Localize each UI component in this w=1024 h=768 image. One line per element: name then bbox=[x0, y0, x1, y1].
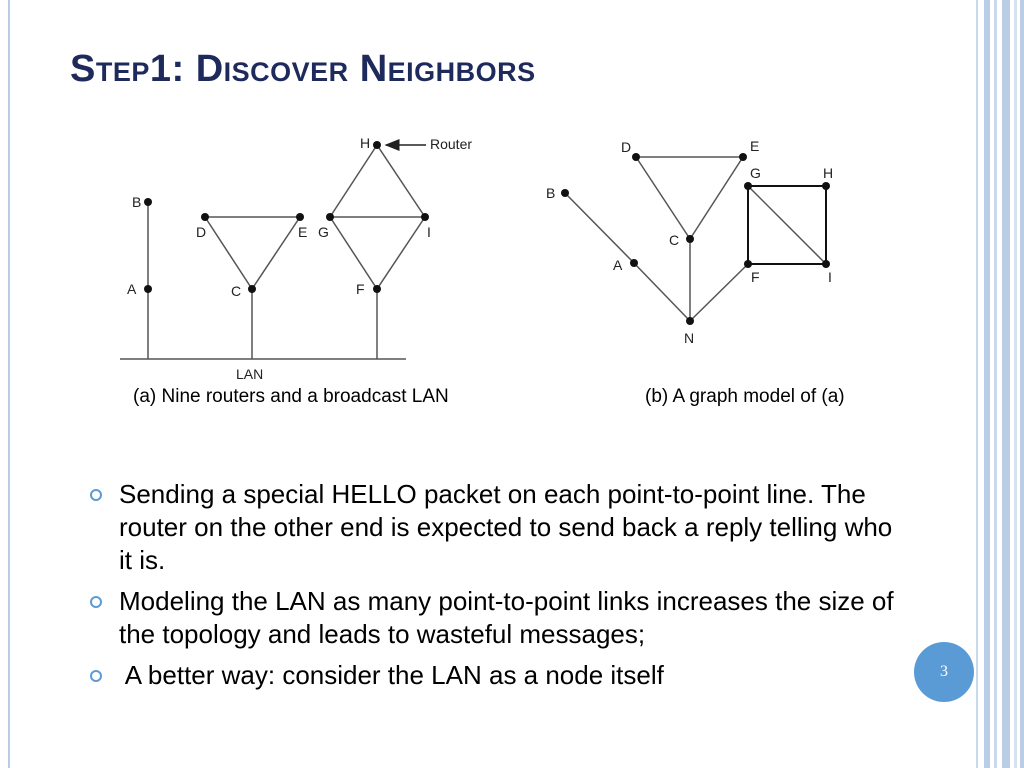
diagram-b bbox=[564, 156, 749, 322]
label-b-c: C bbox=[669, 232, 679, 248]
node-a-h bbox=[373, 141, 381, 149]
label-b-e: E bbox=[750, 138, 759, 154]
left-frame-line bbox=[8, 0, 10, 768]
label-a-a: A bbox=[127, 281, 137, 297]
bullet-circle-icon bbox=[90, 670, 102, 682]
diagram-a bbox=[120, 139, 426, 360]
diagram-b-nodes bbox=[561, 153, 830, 325]
bullet-circle-icon bbox=[90, 596, 102, 608]
lan-label: LAN bbox=[236, 366, 263, 382]
slide-title: Step1: Discover Neighbors bbox=[70, 48, 536, 90]
node-a-c bbox=[248, 285, 256, 293]
label-b-b: B bbox=[546, 185, 555, 201]
diagram-b-square bbox=[747, 185, 827, 265]
node-b-c bbox=[686, 235, 694, 243]
bullet-text: Sending a special HELLO packet on each p… bbox=[119, 479, 893, 575]
label-a-d: D bbox=[196, 224, 206, 240]
link-e-c bbox=[251, 216, 301, 290]
node-a-a bbox=[144, 285, 152, 293]
node-b-a bbox=[630, 259, 638, 267]
node-a-i bbox=[421, 213, 429, 221]
node-b-b bbox=[561, 189, 569, 197]
diagram-b-labels: A B C D E F G H I N bbox=[546, 138, 833, 346]
node-a-e bbox=[296, 213, 304, 221]
bullet-text: A better way: consider the LAN as a node… bbox=[119, 660, 664, 690]
label-a-e: E bbox=[298, 224, 307, 240]
edge-g-i bbox=[747, 185, 827, 265]
label-a-i: I bbox=[427, 224, 431, 240]
label-a-c: C bbox=[231, 283, 241, 299]
router-callout-label: Router bbox=[430, 136, 472, 152]
edge-e-c bbox=[689, 156, 744, 240]
node-a-d bbox=[201, 213, 209, 221]
bullet-list: Sending a special HELLO packet on each p… bbox=[90, 478, 900, 700]
link-i-f bbox=[376, 216, 426, 290]
link-h-g bbox=[329, 144, 378, 218]
bullet-text: Modeling the LAN as many point-to-point … bbox=[119, 586, 894, 649]
node-b-g bbox=[744, 182, 752, 190]
caption-a: (a) Nine routers and a broadcast LAN bbox=[133, 386, 449, 407]
node-b-f bbox=[744, 260, 752, 268]
label-b-g: G bbox=[750, 165, 761, 181]
node-b-h bbox=[822, 182, 830, 190]
node-b-d bbox=[632, 153, 640, 161]
node-a-g bbox=[326, 213, 334, 221]
node-b-n bbox=[686, 317, 694, 325]
caption-b: (b) A graph model of (a) bbox=[645, 386, 845, 407]
link-h-i bbox=[376, 144, 426, 218]
label-b-i: I bbox=[828, 269, 832, 285]
diagram-a-labels: A B C D E F G H I Router LAN bbox=[127, 135, 472, 382]
bullet-circle-icon bbox=[90, 489, 102, 501]
page-number-badge: 3 bbox=[914, 642, 974, 702]
diagram-a-nodes bbox=[144, 141, 429, 293]
edge-a-n bbox=[633, 262, 691, 322]
edge-d-c bbox=[635, 156, 691, 240]
node-b-e bbox=[739, 153, 747, 161]
right-frame-stripes bbox=[976, 0, 1024, 768]
link-g-f bbox=[329, 216, 378, 290]
label-a-g: G bbox=[318, 224, 329, 240]
network-diagrams: A B C D E F G H I Router LAN bbox=[120, 135, 833, 382]
edge-f-n bbox=[689, 263, 749, 322]
bullet-item: Sending a special HELLO packet on each p… bbox=[90, 478, 900, 577]
label-b-n: N bbox=[684, 330, 694, 346]
edge-b-a bbox=[564, 192, 635, 264]
link-d-c bbox=[204, 216, 253, 290]
bullet-item: A better way: consider the LAN as a node… bbox=[90, 659, 900, 692]
label-a-f: F bbox=[356, 281, 365, 297]
label-b-f: F bbox=[751, 269, 760, 285]
label-a-b: B bbox=[132, 194, 141, 210]
label-a-h: H bbox=[360, 135, 370, 151]
node-a-b bbox=[144, 198, 152, 206]
node-b-i bbox=[822, 260, 830, 268]
bullet-item: Modeling the LAN as many point-to-point … bbox=[90, 585, 900, 651]
label-b-d: D bbox=[621, 139, 631, 155]
label-b-h: H bbox=[823, 165, 833, 181]
label-b-a: A bbox=[613, 257, 623, 273]
node-a-f bbox=[373, 285, 381, 293]
